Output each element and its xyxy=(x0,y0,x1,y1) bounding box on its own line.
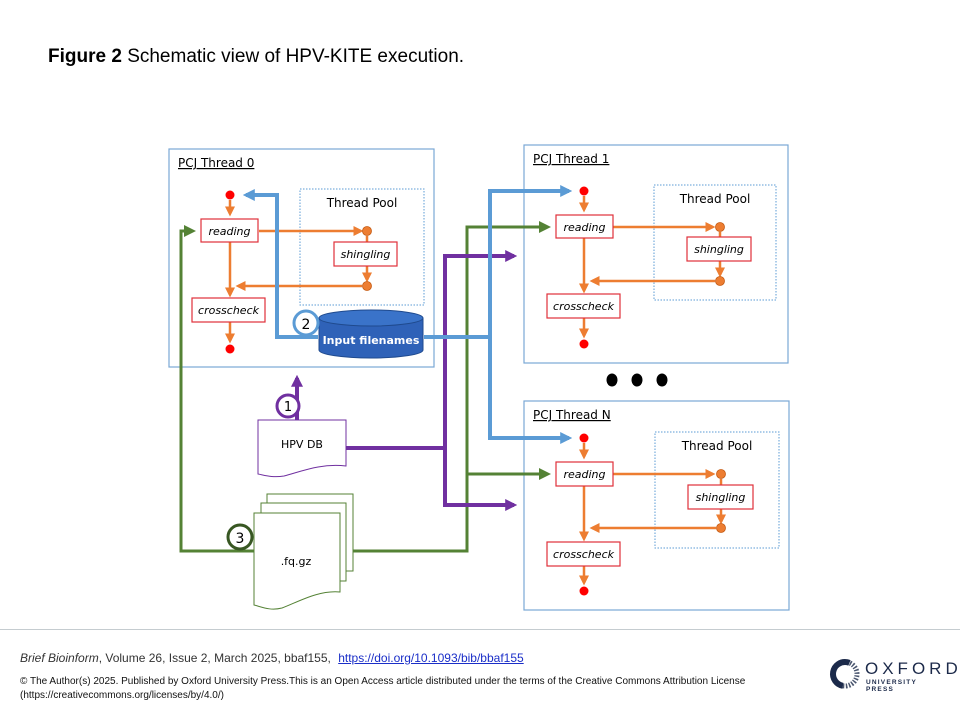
step-reading-label: reading xyxy=(563,468,605,481)
step-shingling-label: shingling xyxy=(341,248,391,261)
input-filenames-db: Input filenames xyxy=(318,309,424,359)
figure-label: Figure 2 xyxy=(48,46,122,67)
purple-arrow-thread-n xyxy=(443,448,518,511)
step-reading xyxy=(555,461,614,487)
fastq-documents: .fq.gz xyxy=(253,493,354,610)
thread-1: PCJ Thread 1 Thread Pool reading shingli… xyxy=(523,144,789,364)
start-node xyxy=(579,186,589,196)
more-threads-ellipsis xyxy=(606,373,668,387)
thread-n: PCJ Thread N Thread Pool reading shingli… xyxy=(523,400,790,611)
blue-path xyxy=(242,185,573,444)
green-arrow-thread-0 xyxy=(179,225,254,553)
pool-in-node xyxy=(715,222,725,232)
figure-caption: Schematic view of HPV-KITE execution. xyxy=(127,46,465,67)
thread-n-title: PCJ Thread N xyxy=(533,408,611,422)
pool-in-node xyxy=(362,226,372,236)
oxford-wordmark: OXFORD xyxy=(865,659,960,678)
start-node xyxy=(579,433,589,443)
end-node xyxy=(579,339,589,349)
thread-1-title: PCJ Thread 1 xyxy=(533,152,609,166)
thread-0-title: PCJ Thread 0 xyxy=(178,156,254,170)
pool-out-node xyxy=(716,523,726,533)
step-crosscheck xyxy=(191,297,266,323)
step-crosscheck-label: crosscheck xyxy=(553,300,615,313)
step-reading-label: reading xyxy=(563,221,605,234)
step-marker-1-label: 1 xyxy=(284,400,292,415)
oxford-logo: OXFORD UNIVERSITY PRESS xyxy=(829,658,958,693)
blue-arrow-thread-1 xyxy=(488,185,573,337)
pool-out-node xyxy=(715,276,725,286)
green-path xyxy=(179,221,551,553)
thread-n-pool-label: Thread Pool xyxy=(681,439,753,453)
step-crosscheck xyxy=(546,541,621,567)
step-reading xyxy=(200,218,259,243)
step-shingling xyxy=(687,484,754,510)
step-crosscheck-label: crosscheck xyxy=(553,548,615,561)
blue-arrow-thread-0 xyxy=(242,189,318,339)
citation-details: , Volume 26, Issue 2, March 2025, bbaf15… xyxy=(98,651,331,665)
citation: Brief Bioinform, Volume 26, Issue 2, Mar… xyxy=(20,651,524,665)
step-marker-1: 1 xyxy=(275,393,301,419)
step-marker-3-label: 3 xyxy=(236,531,245,547)
step-marker-3: 3 xyxy=(226,523,254,551)
diagram: PCJ Thread 0 Thread Pool reading shingli… xyxy=(168,144,790,611)
step-shingling xyxy=(333,241,398,267)
step-shingling-label: shingling xyxy=(694,243,744,256)
hpv-db-label: HPV DB xyxy=(281,438,323,451)
journal-name: Brief Bioinform xyxy=(20,651,99,665)
hpv-db-document: HPV DB xyxy=(257,419,347,478)
blue-arrow-thread-n xyxy=(488,337,573,444)
step-reading-label: reading xyxy=(208,225,250,238)
figure-title: Figure 2 Schematic view of HPV-KITE exec… xyxy=(48,46,464,68)
end-node xyxy=(579,586,589,596)
thread-1-pool-label: Thread Pool xyxy=(679,192,751,206)
green-arrow-thread-1 xyxy=(350,221,551,553)
footer-divider xyxy=(0,629,960,630)
step-crosscheck xyxy=(546,293,621,319)
fastq-label: .fq.gz xyxy=(281,555,312,568)
oxford-subtitle: UNIVERSITY PRESS xyxy=(866,679,917,693)
oxford-logo-icon xyxy=(830,659,860,689)
pool-in-node xyxy=(716,469,726,479)
step-shingling xyxy=(686,236,752,262)
step-crosscheck-label: crosscheck xyxy=(198,304,260,317)
thread-1-pool-box xyxy=(653,184,777,301)
step-reading xyxy=(555,214,614,239)
pool-out-node xyxy=(362,281,372,291)
step-shingling-label: shingling xyxy=(696,491,746,504)
purple-arrow-thread-1 xyxy=(443,250,518,448)
start-node xyxy=(225,190,235,200)
thread-0-pool-label: Thread Pool xyxy=(326,196,398,210)
end-node xyxy=(225,344,235,354)
license-text: © The Author(s) 2025. Published by Oxfor… xyxy=(20,676,746,701)
step-marker-2: 2 xyxy=(292,309,320,337)
step-marker-2-label: 2 xyxy=(302,317,311,333)
input-filenames-label: Input filenames xyxy=(323,334,420,347)
doi-link[interactable]: https://doi.org/10.1093/bib/bbaf155 xyxy=(338,651,524,665)
